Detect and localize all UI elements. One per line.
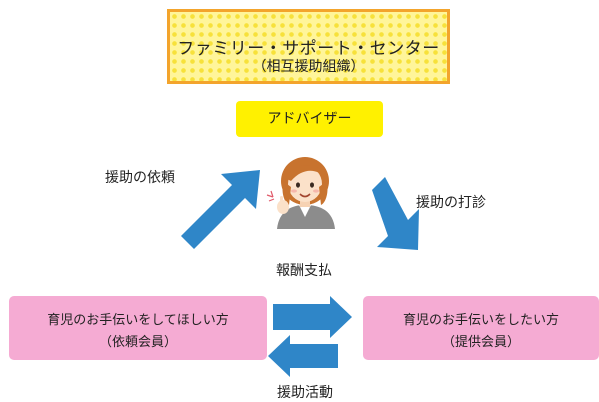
advisor-avatar-icon — [263, 151, 353, 229]
request-label: 援助の依頼 — [105, 170, 175, 186]
request-arrow — [181, 170, 260, 249]
requester-line1: 育児のお手伝いをしてほしい方 — [47, 313, 229, 328]
provider-line2: （提供会員） — [441, 335, 520, 350]
inquiry-arrow — [372, 177, 419, 250]
family-support-center-box: ファミリー・サポート・センター （相互援助組織） — [167, 9, 450, 84]
advisor-box: アドバイザー — [236, 101, 383, 137]
requester-line2: （依頼会員） — [98, 335, 177, 350]
provider-member-box: 育児のお手伝いをしたい方 （提供会員） — [363, 296, 599, 360]
provider-line1: 育児のお手伝いをしたい方 — [402, 313, 559, 328]
inquiry-label: 援助の打診 — [416, 195, 486, 211]
left-arrow — [268, 335, 338, 377]
center-title: ファミリー・サポート・センター — [177, 39, 440, 59]
center-subtitle: （相互援助組織） — [252, 59, 365, 75]
right-arrow — [273, 296, 352, 338]
payment-label: 報酬支払 — [276, 263, 332, 279]
activity-label: 援助活動 — [277, 385, 333, 401]
requester-member-box: 育児のお手伝いをしてほしい方 （依頼会員） — [9, 296, 267, 360]
